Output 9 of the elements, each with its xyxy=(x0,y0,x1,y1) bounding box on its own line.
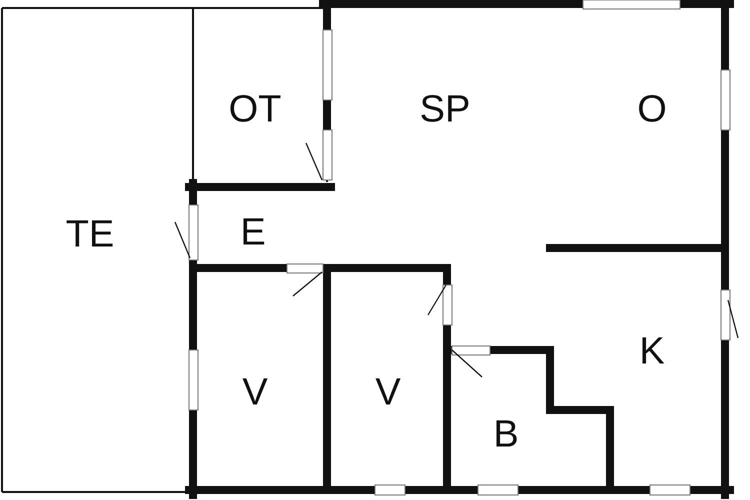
room-label: V xyxy=(242,372,268,414)
room-label: OT xyxy=(228,88,282,132)
room-label: SP xyxy=(420,88,470,132)
room-label: V xyxy=(375,372,401,414)
room-label: B xyxy=(493,414,519,456)
room-label: E xyxy=(240,212,266,254)
room-label: TE xyxy=(66,214,114,256)
room-label: O xyxy=(637,88,667,132)
room-label: K xyxy=(639,330,665,374)
